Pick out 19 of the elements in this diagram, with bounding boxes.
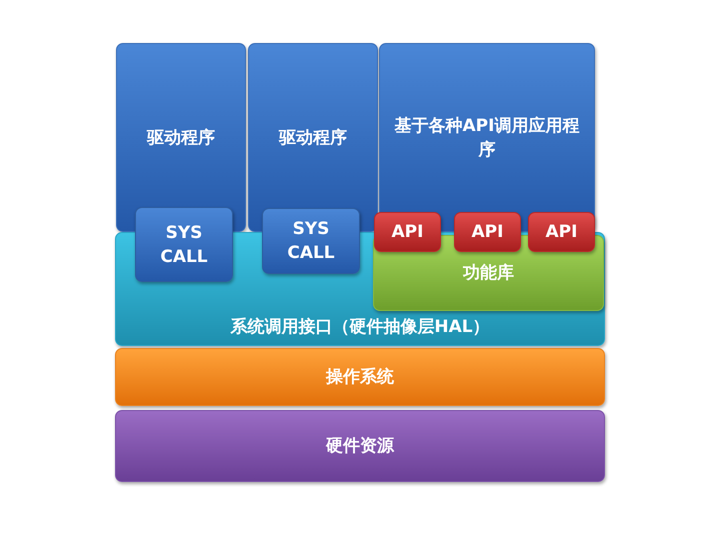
label-text: SYS CALL: [159, 222, 209, 268]
label-text: API: [392, 221, 424, 244]
label-text: 驱动程序: [279, 126, 347, 150]
layer-band: [115, 410, 605, 482]
label-text: 基于各种API调用应用程序: [394, 114, 580, 162]
label-text: 驱动程序: [147, 126, 215, 150]
module-box: [135, 207, 233, 282]
layer-band: [115, 348, 605, 406]
label-text: API: [472, 221, 504, 244]
label-text: API: [546, 221, 578, 244]
label-text: 硬件资源: [326, 435, 394, 458]
label-text: 功能库: [463, 262, 514, 285]
label-text: 系统调用接口（硬件抽像层HAL）: [230, 316, 490, 339]
module-box: [454, 212, 521, 252]
module-box: [262, 208, 360, 274]
module-box: [528, 212, 595, 252]
label-text: SYS CALL: [286, 218, 336, 265]
label-text: 操作系统: [326, 366, 394, 389]
module-box: [374, 212, 441, 252]
